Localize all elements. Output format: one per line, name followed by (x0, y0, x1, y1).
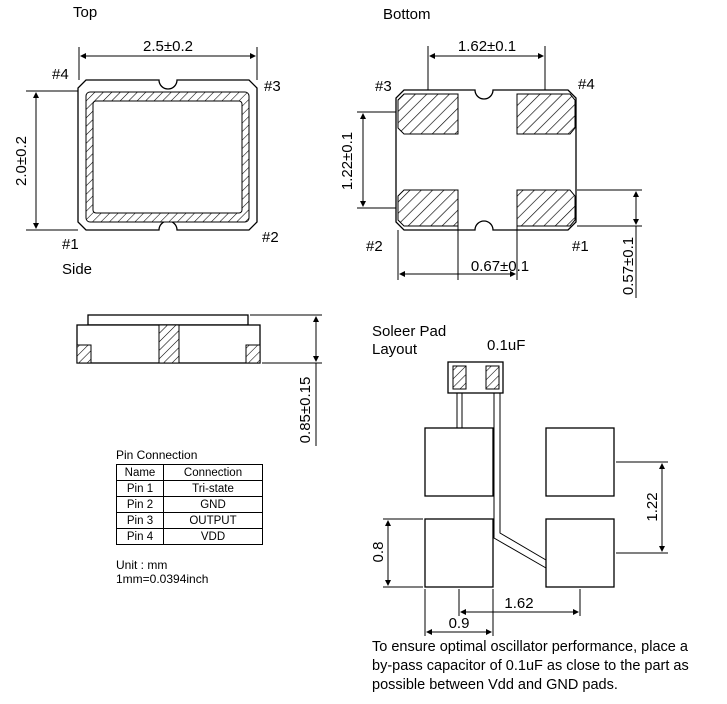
note-line3: possible between Vdd and GND pads. (372, 677, 618, 693)
side-lid (87, 314, 249, 326)
table-row: Pin 3 OUTPUT (116, 512, 263, 529)
bottom-pad-width: 0.67±0.1 (471, 258, 529, 275)
bottom-pad-2 (397, 189, 459, 227)
side-pad-right (245, 344, 261, 364)
pin-table-header-connection: Connection (163, 464, 263, 481)
bottom-view: Bottom 1.62±0.1 1.22±0.1 #3 #4 #2 #1 0.6… (339, 6, 642, 298)
note-line2: by-pass capacitor of 0.1uF as close to t… (372, 658, 689, 674)
pin-table-header-row: Name Connection (116, 464, 263, 481)
solder-dim-span: 0.9 (449, 615, 470, 632)
bottom-view-title: Bottom (383, 6, 431, 23)
side-pad-center (158, 324, 180, 364)
table-row: Pin 4 VDD (116, 528, 263, 545)
bottom-pad-1 (516, 189, 576, 227)
solder-dim-pitch-x: 1.62 (504, 595, 533, 612)
bottom-pad-height: 0.57±0.1 (620, 237, 637, 295)
bottom-pin2-label: #2 (366, 238, 383, 255)
pin-connection-table: Pin Connection Name Connection Pin 1 Tri… (116, 448, 263, 545)
solder-pad-bottom-left (424, 518, 494, 588)
bottom-pin4-label: #4 (578, 76, 595, 93)
side-view: Side 0.85±0.15 (62, 261, 322, 446)
solder-title-line2: Layout (372, 341, 418, 358)
pin-connection-cell: GND (163, 496, 263, 513)
pin-table-grid: Name Connection Pin 1 Tri-state Pin 2 GN… (116, 464, 263, 545)
solder-pad-layout: Soleer Pad Layout 0.1uF 1.22 0.8 1.62 (370, 323, 668, 636)
pin-connection-cell: Tri-state (163, 480, 263, 497)
pin-name-cell: Pin 4 (116, 528, 164, 545)
pin-connection-cell: OUTPUT (163, 512, 263, 529)
bottom-pin3-label: #3 (375, 78, 392, 95)
solder-dim-pad-size: 0.8 (370, 542, 387, 563)
bottom-pad-pitch-x: 1.62±0.1 (458, 38, 516, 55)
pin-table-title: Pin Connection (116, 448, 198, 462)
bypass-capacitor-note: To ensure optimal oscillator performance… (372, 638, 727, 695)
top-view: Top 2.5±0.2 2.0±0.2 #4 #3 #1 #2 (13, 4, 281, 253)
bottom-pin1-label: #1 (572, 238, 589, 255)
note-line1: To ensure optimal oscillator performance… (372, 639, 688, 655)
top-view-title: Top (73, 4, 97, 21)
units-line1: Unit : mm (116, 558, 168, 572)
bottom-pad-pitch-y: 1.22±0.1 (339, 132, 356, 190)
table-row: Pin 2 GND (116, 496, 263, 513)
capacitor-label: 0.1uF (487, 337, 525, 354)
pin-connection-cell: VDD (163, 528, 263, 545)
side-view-title: Side (62, 261, 92, 278)
pin-name-cell: Pin 2 (116, 496, 164, 513)
solder-pad-top-right (545, 427, 615, 497)
capacitor-pad-right (485, 365, 500, 390)
table-row: Pin 1 Tri-state (116, 480, 263, 497)
top-seal-ring (85, 91, 250, 223)
pin-name-cell: Pin 1 (116, 480, 164, 497)
top-height-dimension: 2.0±0.2 (13, 136, 30, 186)
pin-name-cell: Pin 3 (116, 512, 164, 529)
solder-dim-pitch-y: 1.22 (644, 492, 661, 521)
side-pad-left (76, 344, 92, 364)
top-width-dimension: 2.5±0.2 (143, 38, 193, 55)
top-package-outline (77, 79, 258, 231)
bottom-pad-4 (516, 93, 576, 135)
pin-table-header-name: Name (116, 464, 164, 481)
solder-pad-top-left (424, 427, 494, 497)
side-height-dimension: 0.85±0.15 (297, 377, 314, 444)
top-pin1-label: #1 (62, 236, 79, 253)
bottom-pad-3 (397, 93, 459, 135)
capacitor-pad-left (452, 365, 467, 390)
top-pin4-label: #4 (52, 66, 69, 83)
top-pin3-label: #3 (264, 78, 281, 95)
solder-title-line1: Soleer Pad (372, 323, 446, 340)
top-pin2-label: #2 (262, 229, 279, 246)
units-note: Unit : mm 1mm=0.0394inch (116, 558, 208, 586)
units-line2: 1mm=0.0394inch (116, 572, 209, 586)
solder-pad-bottom-right (545, 518, 615, 588)
